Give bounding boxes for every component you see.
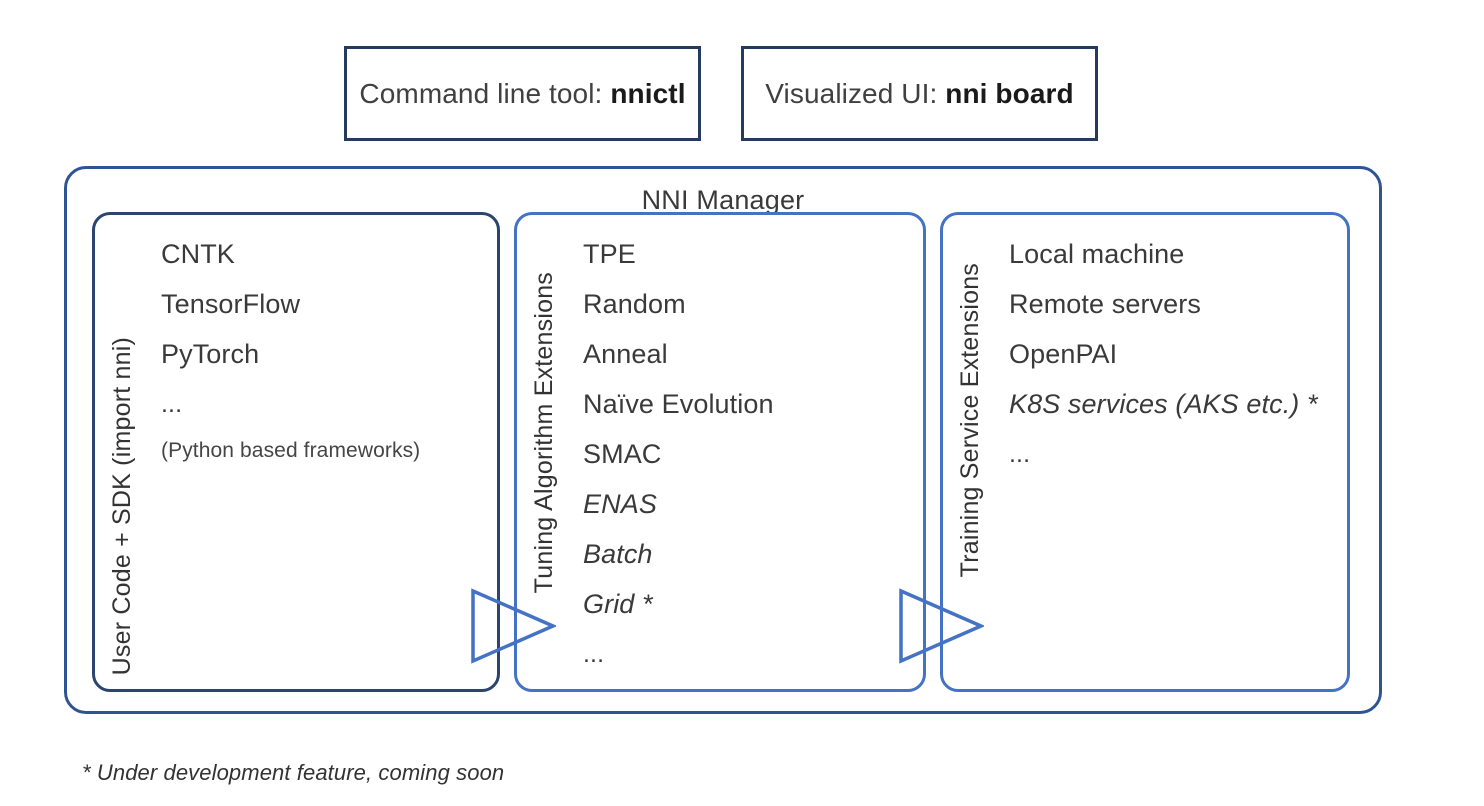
footnote-text: * Under development feature, coming soon xyxy=(82,760,505,785)
command-line-tool-value: nnictl xyxy=(610,77,686,109)
visualized-ui-box: Visualized UI: nni board xyxy=(741,46,1098,141)
command-line-tool-prefix: Command line tool: xyxy=(359,77,611,109)
tuning-algorithm-item-list: TPE Random Anneal Naïve Evolution SMAC E… xyxy=(583,229,915,679)
tuning-algorithm-column: Tuning Algorithm Extensions TPE Random A… xyxy=(514,212,926,692)
visualized-ui-prefix: Visualized UI: xyxy=(765,77,946,109)
list-item: SMAC xyxy=(583,439,662,469)
list-item: Grid * xyxy=(583,589,653,619)
tuning-algorithm-vertical-label: Tuning Algorithm Extensions xyxy=(530,271,558,593)
visualized-ui-value: nni board xyxy=(945,77,1074,109)
command-line-tool-box: Command line tool: nnictl xyxy=(344,46,701,141)
user-code-vertical-label: User Code + SDK (import nni) xyxy=(108,336,136,675)
list-item: TPE xyxy=(583,239,636,269)
list-item: TensorFlow xyxy=(161,289,301,319)
list-item: Random xyxy=(583,289,686,319)
nni-manager-title: NNI Manager xyxy=(641,185,805,215)
training-service-item-list: Local machine Remote servers OpenPAI K8S… xyxy=(1009,229,1339,479)
list-item: PyTorch xyxy=(161,339,260,369)
list-item: Remote servers xyxy=(1009,289,1201,319)
list-item: OpenPAI xyxy=(1009,339,1118,369)
training-service-vertical-label: Training Service Extensions xyxy=(956,262,984,577)
list-item: Local machine xyxy=(1009,239,1185,269)
visualized-ui-label: Visualized UI: nni board xyxy=(765,78,1073,110)
list-item-ellipsis: ... xyxy=(161,390,183,418)
list-item-note: (Python based frameworks) xyxy=(161,439,421,462)
list-item: Anneal xyxy=(583,339,668,369)
list-item-ellipsis: ... xyxy=(1009,440,1031,468)
user-code-column: User Code + SDK (import nni) CNTK Tensor… xyxy=(92,212,500,692)
list-item: Batch xyxy=(583,539,653,569)
list-item: CNTK xyxy=(161,239,235,269)
list-item-ellipsis: ... xyxy=(583,640,605,668)
command-line-tool-label: Command line tool: nnictl xyxy=(359,78,685,110)
list-item: Naïve Evolution xyxy=(583,389,774,419)
list-item: ENAS xyxy=(583,489,657,519)
user-code-item-list: CNTK TensorFlow PyTorch ... (Python base… xyxy=(161,229,489,473)
list-item: K8S services (AKS etc.) * xyxy=(1009,389,1318,419)
training-service-column: Training Service Extensions Local machin… xyxy=(940,212,1350,692)
